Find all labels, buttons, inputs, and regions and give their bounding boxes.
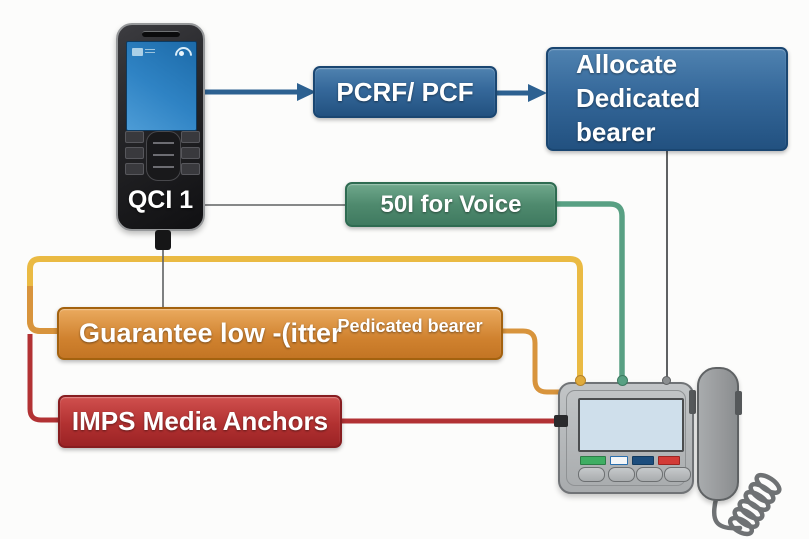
handset-side-tab [735,391,742,415]
arrowhead-pcrf [297,83,316,101]
red-wire-plug [554,415,568,427]
green-wire-terminal [617,375,628,386]
handset-icon [697,367,742,501]
desk-phone-button [664,467,691,482]
jitter-box: Guarantee low -(itter Pedicated bearer [57,307,503,360]
pcrf-box: PCRF/ PCF [313,66,497,118]
voice-box: 50I for Voice [345,182,557,227]
ims-box: IMPS Media Anchors [58,395,342,448]
line-yellow-loop-left [27,286,58,334]
softkey-red [658,456,680,465]
softkey-white [610,456,628,465]
phone-speaker [141,31,180,37]
line-jitter-to-deskphone [502,328,562,395]
phone-sidekey [125,131,144,143]
desk-phone [558,382,696,494]
line-voice-to-deskphone [557,201,625,377]
mobile-phone: QCI 1 [116,23,205,231]
ims-label: IMPS Media Anchors [71,406,329,436]
desk-phone-screen [578,398,684,452]
phone-sidekey [181,131,200,143]
phone-keypad [146,131,181,181]
desk-phone-button [636,467,663,482]
phone-screen [126,41,197,131]
phone-sidekey [125,147,144,159]
desk-phone-button [578,467,605,482]
yellow-wire-terminal [575,375,586,386]
phone-sidekey [181,147,200,159]
coiled-cord-icon [711,472,782,537]
allocate-box: Allocate Dedicated bearer [546,47,788,151]
gray-wire-terminal [662,376,671,385]
voice-label: 50I for Voice [380,190,522,218]
desk-phone-side-tab [689,390,696,414]
qci-label: QCI 1 [127,186,194,214]
signal-text-icon [145,49,155,54]
jitter-label: Guarantee low -(itter [79,318,342,348]
jitter-sublabel: Pedicated bearer [337,316,483,336]
phone-sidekey [181,163,200,175]
desk-phone-button [608,467,635,482]
line-left-to-ims [27,334,59,423]
desk-phone-panel [566,390,686,486]
sim-card-icon [132,48,143,56]
usb-connector-icon [155,230,171,250]
allocate-label-line1: Allocate [576,49,678,80]
softkey-navy [632,456,654,465]
softkey-green [580,456,606,465]
pcrf-label: PCRF/ PCF [336,76,474,107]
wifi-swirl-icon [171,43,196,68]
phone-sidekey [125,163,144,175]
arrowhead-allocate [528,84,547,102]
allocate-label-line2: Dedicated bearer [576,83,701,147]
